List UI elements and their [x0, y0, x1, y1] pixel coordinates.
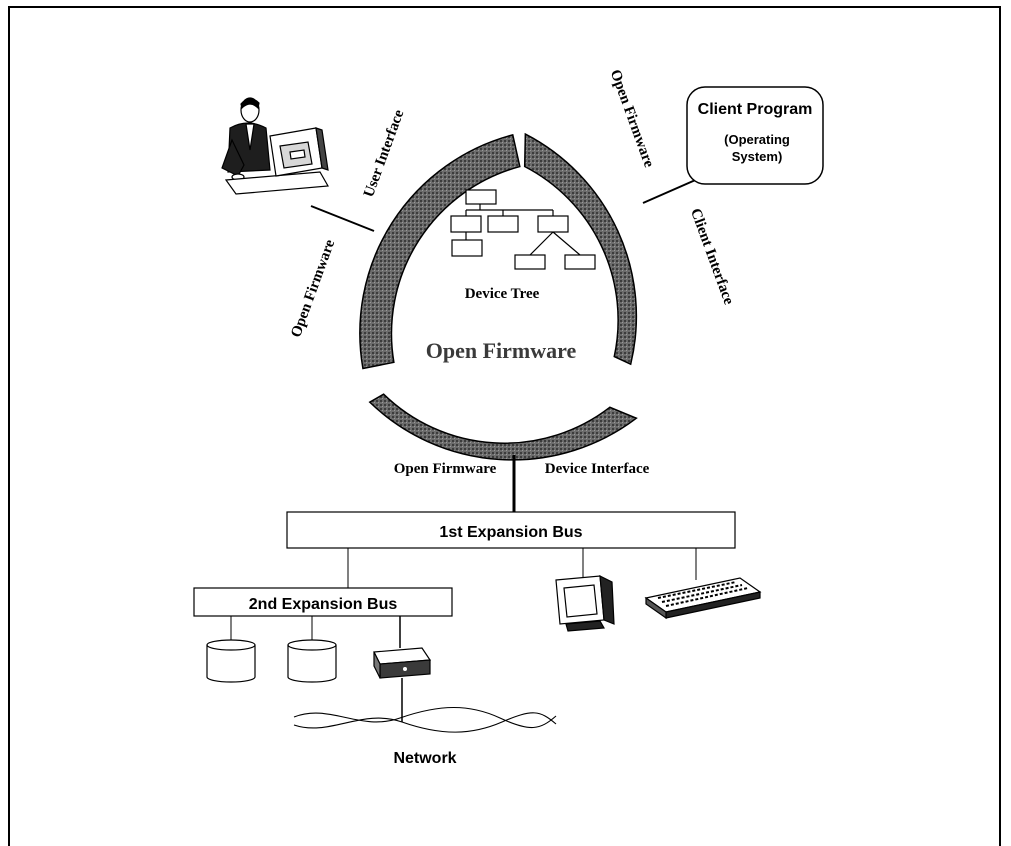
client-program-subtitle-1: (Operating: [724, 132, 790, 147]
first-expansion-bus-box: [286, 511, 736, 549]
network-label: Network: [393, 750, 456, 767]
tree-node: [487, 215, 519, 233]
user-interface-label: User Interface: [361, 107, 408, 199]
tree-node: [564, 254, 596, 270]
second-expansion-bus-box: [193, 587, 453, 617]
device-tree-label: Device Tree: [465, 286, 540, 302]
client-program-box: Client Program (Operating System): [686, 86, 824, 185]
client-program-title: Client Program: [698, 101, 813, 118]
user-open-firmware-label: Open Firmware: [288, 237, 338, 339]
monitor-icon: [555, 574, 615, 632]
firmware-ring: [359, 132, 638, 461]
user-at-terminal-icon: [221, 97, 329, 195]
tree-node: [537, 215, 569, 233]
center-title: Open Firmware: [426, 338, 577, 363]
keyboard-icon: [644, 577, 762, 620]
first-expansion-bus-label: 1st Expansion Bus: [439, 524, 582, 541]
device-interface-label: Device Interface: [545, 461, 650, 477]
network-adapter-icon: [373, 647, 432, 679]
ring-segment-device-interface: [368, 393, 638, 461]
disk-drive-icon: [287, 639, 337, 683]
client-interface-label: Client Interface: [687, 206, 737, 307]
device-open-firmware-label: Open Firmware: [394, 461, 497, 477]
device-tree: [450, 189, 596, 270]
client-program-subtitle-2: System): [732, 149, 783, 164]
network-wave-icon: [293, 707, 557, 733]
second-expansion-bus-label: 2nd Expansion Bus: [249, 596, 398, 613]
diagram-frame: [8, 6, 1001, 846]
tree-node: [451, 239, 483, 257]
client-connector-line: [642, 177, 701, 204]
tree-node: [514, 254, 546, 270]
user-connector-line: [310, 205, 375, 232]
tree-node: [465, 189, 497, 205]
tree-node: [450, 215, 482, 233]
disk-drive-icon: [206, 639, 256, 683]
ring-segment-user-interface: [359, 133, 521, 370]
ring-segment-client-interface: [523, 132, 638, 366]
client-open-firmware-label: Open Firmware: [607, 68, 657, 170]
